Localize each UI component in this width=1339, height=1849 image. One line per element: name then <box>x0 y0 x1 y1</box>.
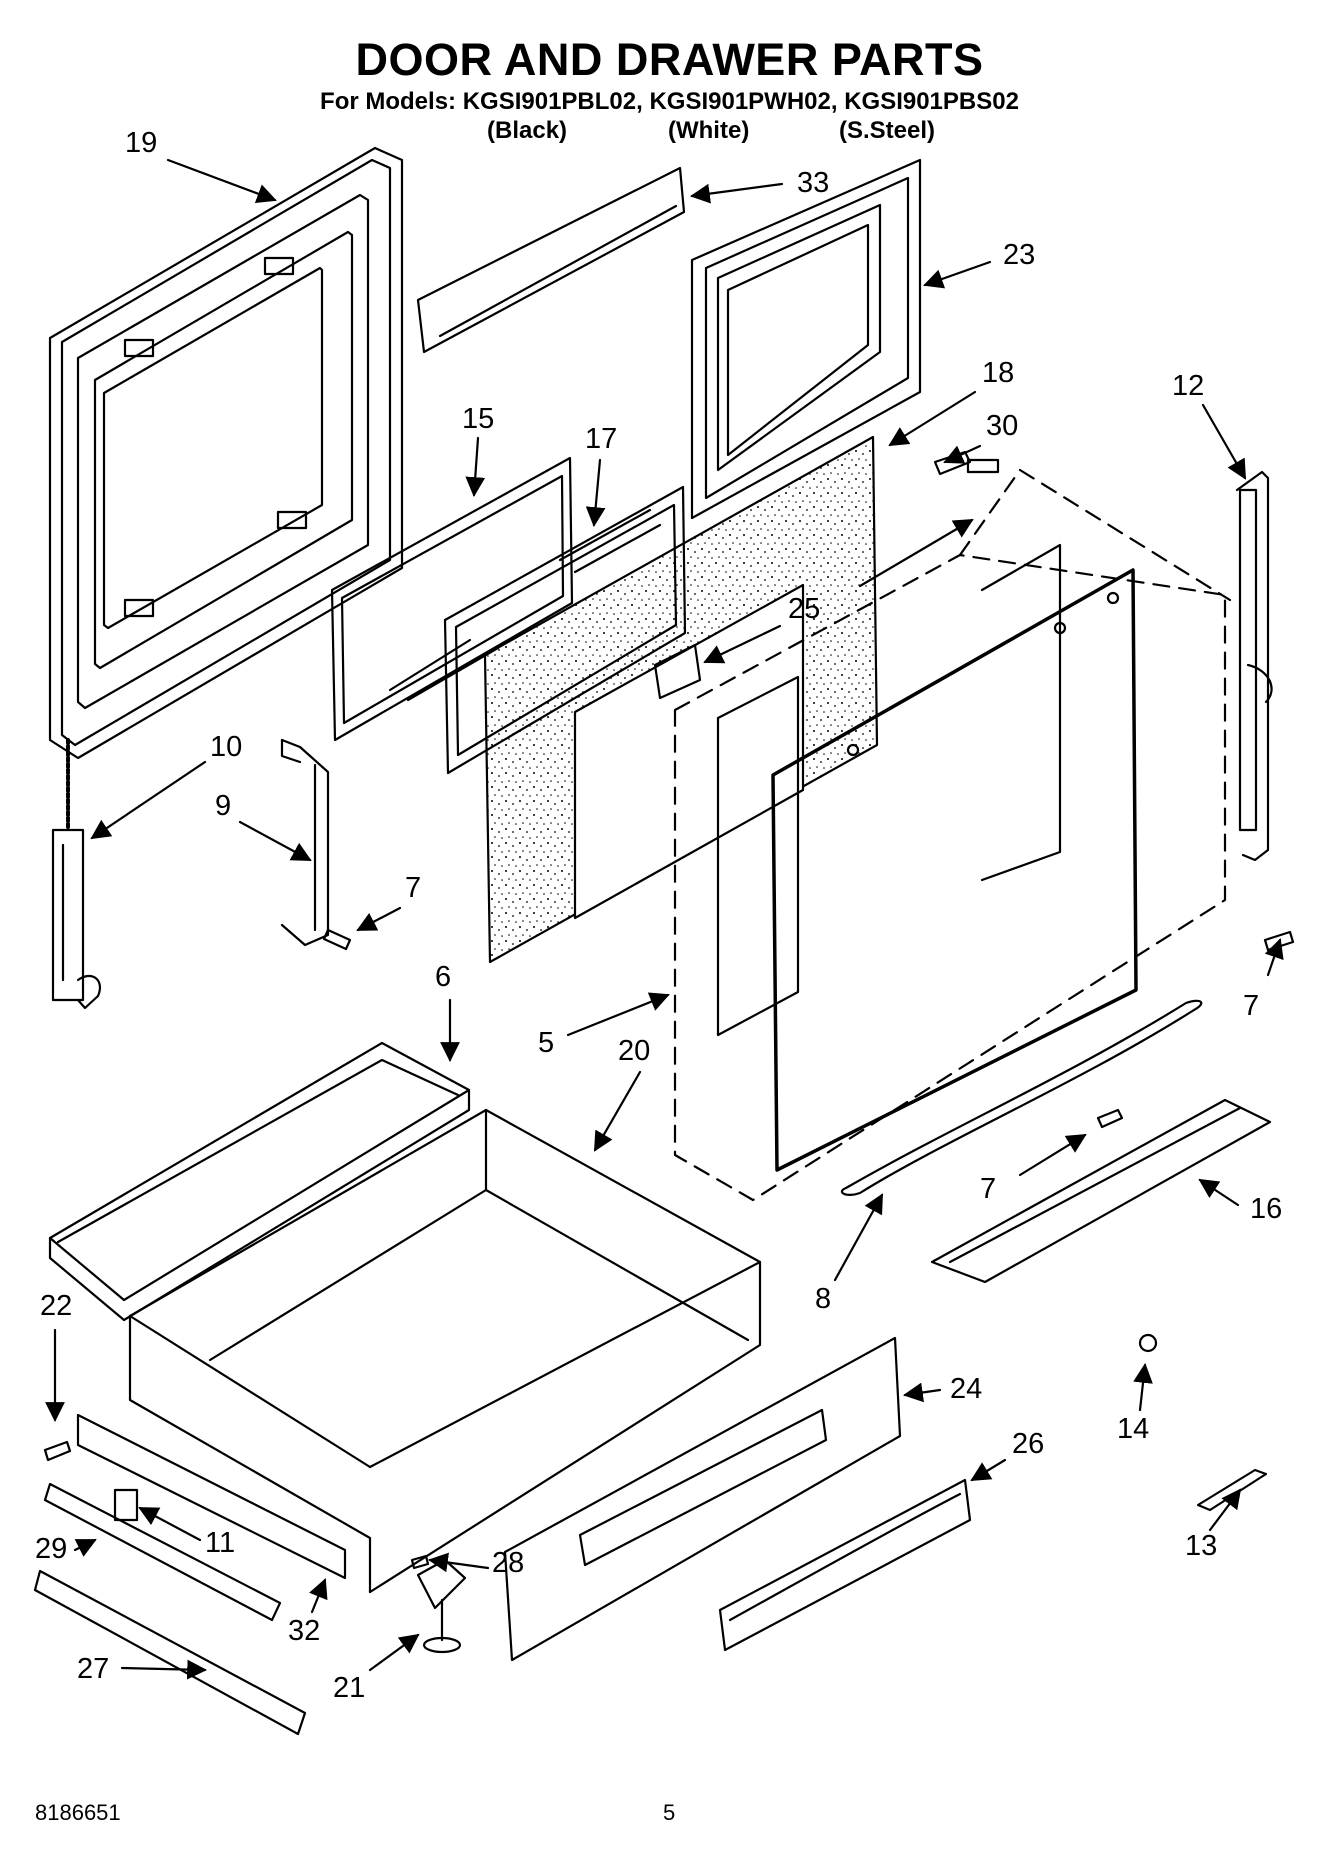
page-number: 5 <box>663 1800 676 1825</box>
door-window-panel <box>771 568 1138 1172</box>
svg-text:7: 7 <box>1243 990 1259 1022</box>
svg-text:30: 30 <box>986 410 1018 442</box>
door-vent-trim <box>930 1098 1272 1284</box>
variant-black: (Black) <box>487 117 568 144</box>
svg-text:5: 5 <box>538 1027 554 1059</box>
models-subtitle: For Models: KGSI901PBL02, KGSI901PWH02, … <box>320 88 1019 115</box>
door-clip <box>653 643 702 700</box>
svg-text:28: 28 <box>492 1547 524 1579</box>
callout-6: 6 <box>435 961 460 1062</box>
seal-strip <box>1196 1468 1268 1512</box>
svg-text:15: 15 <box>462 403 494 435</box>
callout-20: 20 <box>593 1035 650 1152</box>
svg-text:29: 29 <box>35 1533 67 1565</box>
callout-7b: 7 <box>1243 938 1284 1022</box>
svg-text:32: 32 <box>288 1615 320 1647</box>
callout-11: 11 <box>138 1506 235 1559</box>
drawer-slide-rail <box>43 1482 282 1622</box>
hinge-bracket <box>280 738 330 947</box>
svg-text:27: 27 <box>77 1653 109 1685</box>
window-gasket-set <box>716 543 1062 1037</box>
drawer-handle <box>718 1478 972 1652</box>
callout-16: 16 <box>1198 1178 1282 1225</box>
svg-text:18: 18 <box>982 357 1014 389</box>
svg-text:26: 26 <box>1012 1428 1044 1460</box>
document-number: 8186651 <box>35 1800 121 1825</box>
callout-29: 29 <box>35 1533 97 1565</box>
svg-text:21: 21 <box>333 1672 365 1704</box>
svg-text:16: 16 <box>1250 1193 1282 1225</box>
callout-5: 5 <box>538 992 670 1059</box>
svg-text:10: 10 <box>210 731 242 763</box>
inner-door-liner <box>690 158 922 520</box>
door-hinge <box>51 738 101 1010</box>
variant-white: (White) <box>668 117 750 144</box>
door-insulation <box>483 435 879 964</box>
callout-15: 15 <box>462 403 494 497</box>
callout-28: 28 <box>428 1547 524 1579</box>
svg-text:22: 22 <box>40 1290 72 1322</box>
svg-text:33: 33 <box>797 167 829 199</box>
svg-text:23: 23 <box>1003 239 1035 271</box>
callout-18: 18 <box>888 357 1014 447</box>
callout-19: 19 <box>125 127 277 204</box>
svg-text:25: 25 <box>788 593 820 625</box>
svg-text:7: 7 <box>980 1173 996 1205</box>
svg-text:7: 7 <box>405 872 421 904</box>
outer-door-panel <box>48 146 404 760</box>
drawer-support-rail <box>76 1413 347 1580</box>
callout-24: 24 <box>903 1373 982 1405</box>
callout-14: 14 <box>1117 1363 1153 1445</box>
svg-text:13: 13 <box>1185 1530 1217 1562</box>
svg-text:19: 19 <box>125 127 157 159</box>
callout-13: 13 <box>1185 1488 1242 1562</box>
svg-text:11: 11 <box>205 1527 235 1559</box>
hinge-receiver <box>1235 470 1273 862</box>
callout-23: 23 <box>923 239 1035 289</box>
lower-drawer-rail <box>33 1569 307 1736</box>
callout-22: 22 <box>40 1290 72 1422</box>
drawer-box <box>128 1108 762 1594</box>
callout-25: 25 <box>703 518 974 664</box>
callout-26: 26 <box>970 1428 1044 1482</box>
callout-7a: 7 <box>356 872 421 932</box>
callout-10: 10 <box>90 731 242 840</box>
callout-21: 21 <box>333 1633 420 1704</box>
drawer-front <box>503 1336 902 1662</box>
drawer-tray <box>48 1041 471 1322</box>
svg-text:14: 14 <box>1117 1413 1149 1445</box>
callout-17: 17 <box>585 423 617 527</box>
page-title: DOOR AND DRAWER PARTS <box>355 34 984 85</box>
svg-text:9: 9 <box>215 790 231 822</box>
svg-text:12: 12 <box>1172 370 1204 402</box>
callout-9: 9 <box>215 790 312 862</box>
callout-8: 8 <box>815 1193 884 1315</box>
svg-text:24: 24 <box>950 1373 982 1405</box>
svg-text:8: 8 <box>815 1283 831 1315</box>
variant-steel: (S.Steel) <box>839 117 936 144</box>
callout-7c: 7 <box>980 1133 1087 1205</box>
trim-strip <box>416 166 686 354</box>
callout-12: 12 <box>1172 370 1247 480</box>
svg-text:20: 20 <box>618 1035 650 1067</box>
door-frame-outline <box>673 468 1232 1202</box>
callout-32: 32 <box>288 1578 328 1647</box>
callout-33: 33 <box>690 167 829 204</box>
svg-text:6: 6 <box>435 961 451 993</box>
door-handle-trim <box>840 999 1203 1196</box>
callout-27: 27 <box>77 1653 207 1685</box>
drawer-hardware <box>43 1440 467 1654</box>
svg-text:17: 17 <box>585 423 617 455</box>
callout-30: 30 <box>943 410 1018 464</box>
